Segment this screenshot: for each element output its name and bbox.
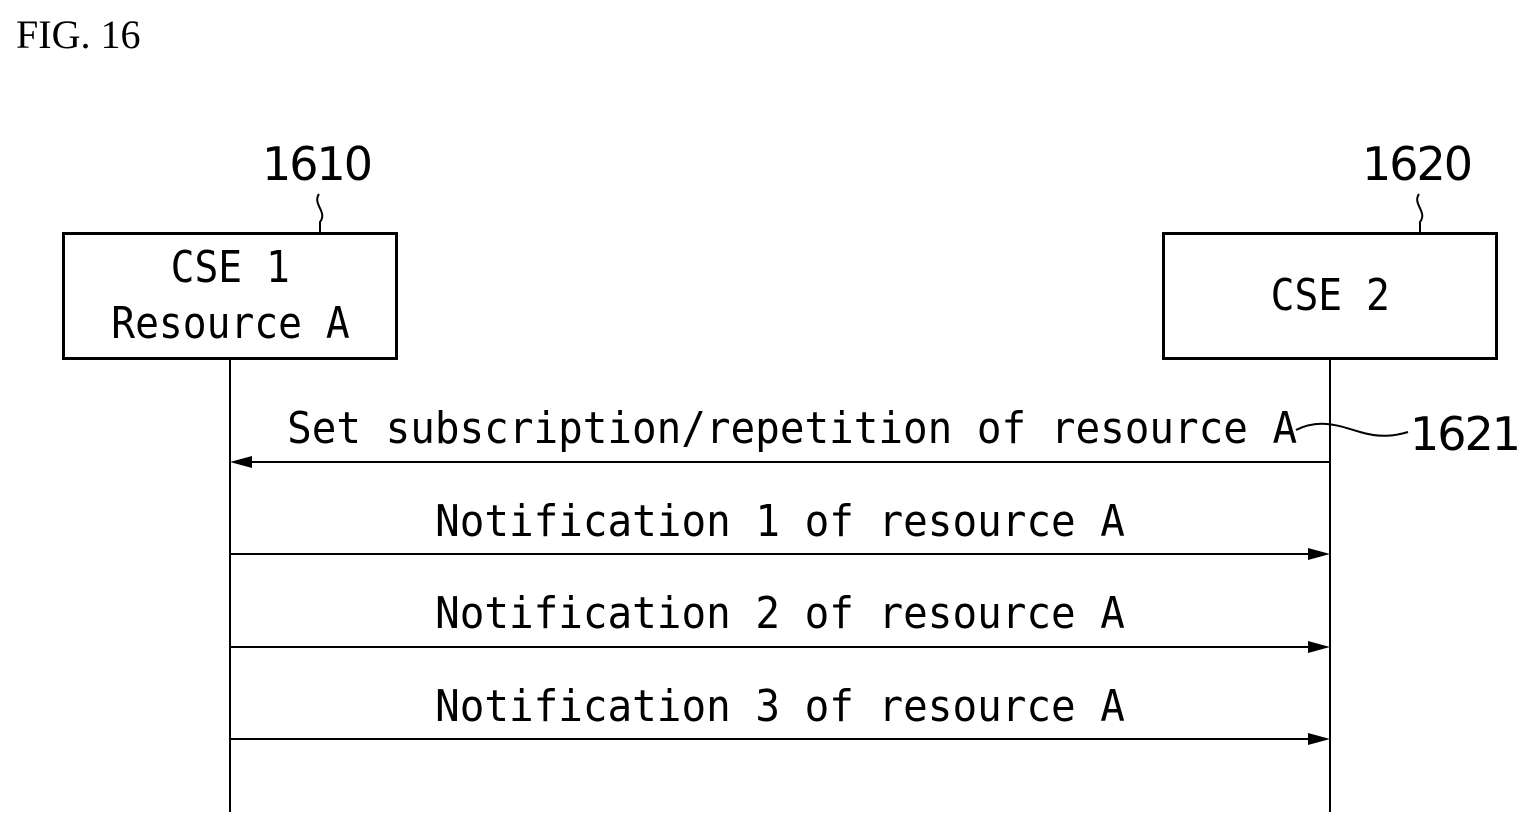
leader-line-1620: [1417, 194, 1422, 232]
message-label-set-subscription: Set subscription/repetition of resource …: [287, 404, 1273, 454]
arrowhead-right-icon: [1308, 641, 1330, 653]
message-label-notification-1: Notification 1 of resource A: [287, 497, 1273, 547]
entity-box-cse2: CSE 2: [1162, 232, 1498, 360]
leader-line-1621: [1296, 424, 1408, 436]
message-label-notification-2: Notification 2 of resource A: [287, 589, 1273, 639]
leader-line-1610: [317, 194, 322, 232]
message-label-notification-3: Notification 3 of resource A: [287, 682, 1273, 732]
entity-cse1-name: CSE 1: [170, 240, 289, 296]
entity-cse2-name: CSE 2: [1270, 268, 1389, 324]
arrowhead-left-icon: [230, 456, 252, 468]
entity-box-cse1: CSE 1 Resource A: [62, 232, 398, 360]
arrowhead-right-icon: [1308, 733, 1330, 745]
entity-cse1-resource: Resource A: [111, 296, 349, 352]
arrowhead-right-icon: [1308, 548, 1330, 560]
